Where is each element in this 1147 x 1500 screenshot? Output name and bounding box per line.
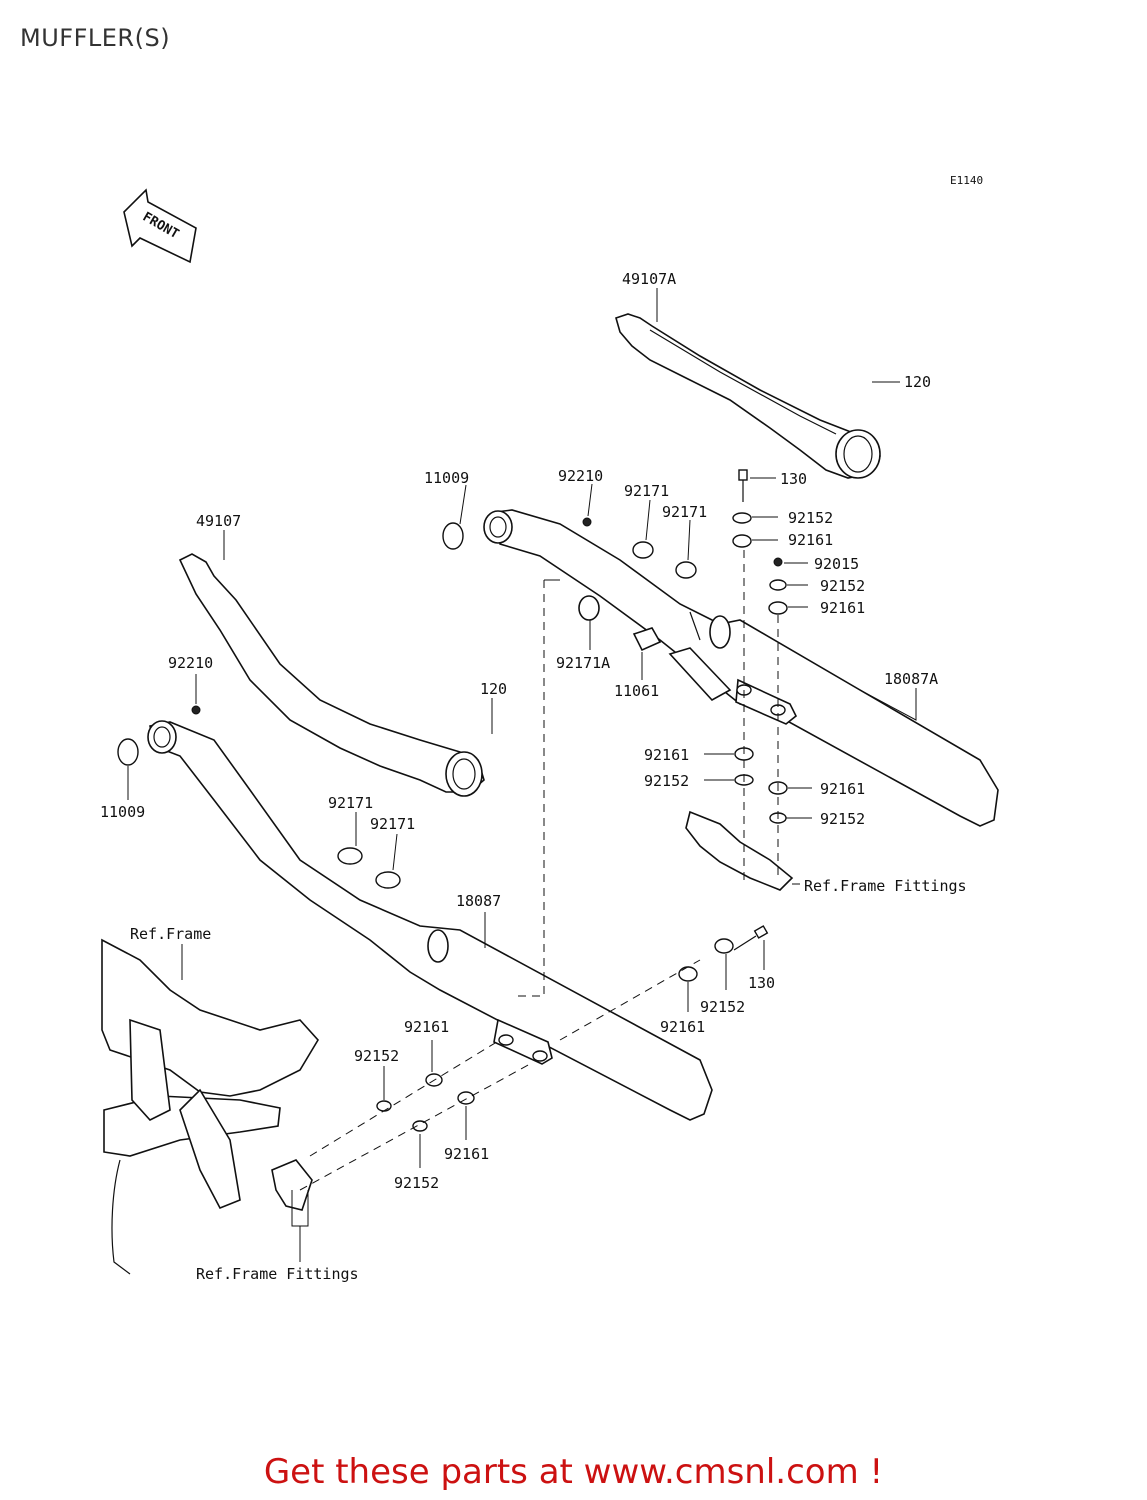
callout-49107A: 49107A: [622, 270, 676, 288]
bolt-bottom-icon: [733, 925, 769, 951]
heat-shield-right: [615, 313, 881, 479]
frame-bracket-right: [685, 810, 794, 891]
bolt-top-icon: [738, 469, 748, 502]
callout-92152-7: 92152: [394, 1174, 439, 1192]
callout-130-bottom: 130: [748, 974, 775, 992]
callout-92171-b: 92171: [662, 503, 707, 521]
muffler-right: [483, 509, 999, 827]
diagram-code: E1140: [950, 174, 983, 187]
front-arrow-icon: FRONT: [123, 188, 197, 264]
callout-92161-3: 92161: [644, 746, 689, 764]
gasket-top: [442, 522, 464, 550]
callout-92171-c: 92171: [328, 794, 373, 812]
callout-92015: 92015: [814, 555, 859, 573]
muffler-left: [147, 720, 713, 1121]
clamps-left: [337, 847, 401, 889]
callout-92161-2: 92161: [820, 599, 865, 617]
washer-stack-lower: [734, 747, 788, 824]
callout-130-top: 130: [780, 470, 807, 488]
washer-stack-upper: [732, 512, 788, 615]
callout-18087A: 18087A: [884, 670, 938, 688]
nut-top: [582, 517, 592, 527]
frame-section: [101, 938, 319, 1275]
alignment-line-5: [299, 1063, 531, 1191]
leader-lines: [127, 288, 917, 1262]
callout-11009-top: 11009: [424, 469, 469, 487]
callout-92161-4: 92161: [820, 780, 865, 798]
callout-92161-6: 92161: [404, 1018, 449, 1036]
exploded-parts-diagram: E1140 FRONT: [100, 174, 999, 1283]
washer-stack-bottom: [376, 938, 734, 1132]
clamps-top: [632, 541, 697, 579]
alignment-line-4: [309, 1039, 501, 1157]
callout-92210-top: 92210: [558, 467, 603, 485]
ref-frame-fittings-bottom: Ref.Frame Fittings: [196, 1265, 359, 1283]
callout-92161-1: 92161: [788, 531, 833, 549]
callout-92161-5: 92161: [660, 1018, 705, 1036]
connector-pipe: [578, 595, 732, 702]
callout-92152-6: 92152: [354, 1047, 399, 1065]
footer-link-text[interactable]: Get these parts at www.cmsnl.com !: [263, 1452, 884, 1492]
callout-11009-left: 11009: [100, 803, 145, 821]
callout-11061: 11061: [614, 682, 659, 700]
callout-92171-d: 92171: [370, 815, 415, 833]
alignment-line-3: [516, 580, 545, 997]
callout-120-top: 120: [904, 373, 931, 391]
callout-92152-2: 92152: [820, 577, 865, 595]
callout-18087: 18087: [456, 892, 501, 910]
callout-92171A: 92171A: [556, 654, 610, 672]
nut-left: [191, 705, 201, 715]
callout-92210-left: 92210: [168, 654, 213, 672]
heat-shield-left: [178, 553, 485, 797]
callout-92152-4: 92152: [820, 810, 865, 828]
callout-92152-1: 92152: [788, 509, 833, 527]
callout-92152-5: 92152: [700, 998, 745, 1016]
callout-49107: 49107: [196, 512, 241, 530]
callout-92152-3: 92152: [644, 772, 689, 790]
gasket-left: [117, 738, 139, 766]
callout-120-mid: 120: [480, 680, 507, 698]
callout-92161-7: 92161: [444, 1145, 489, 1163]
page-title: MUFFLER(S): [20, 24, 171, 52]
ref-frame: Ref.Frame: [130, 925, 211, 943]
ref-frame-fittings-right: Ref.Frame Fittings: [804, 877, 967, 895]
callout-92171-a: 92171: [624, 482, 669, 500]
